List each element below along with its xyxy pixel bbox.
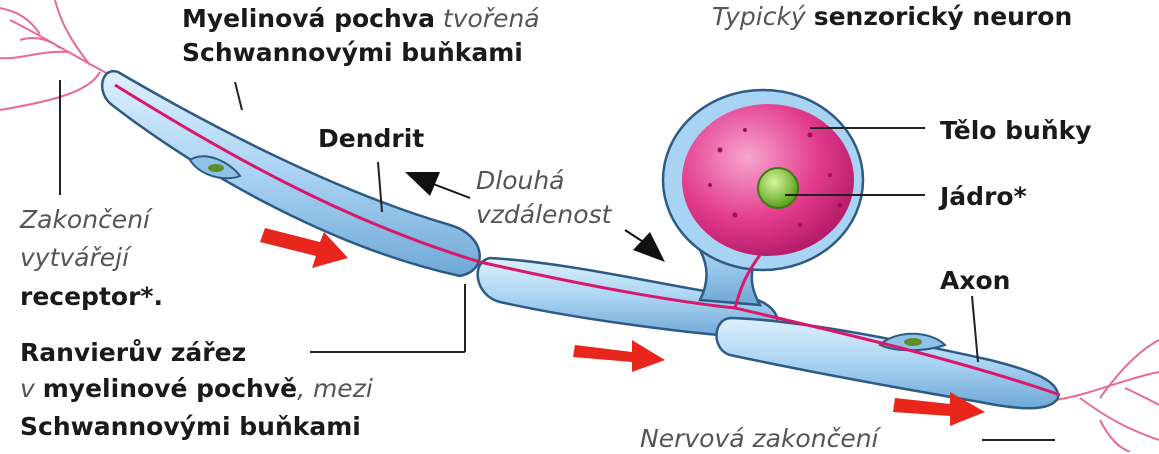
label-ranvier-node-3: Schwannovými buňkami bbox=[20, 412, 361, 442]
nerve-terminal-right bbox=[1055, 340, 1159, 452]
label-long-distance-2: vzdálenost bbox=[476, 200, 611, 230]
schwann-nucleus-dot bbox=[208, 164, 224, 172]
label-axon: Axon bbox=[940, 266, 1010, 296]
label-ranvier-node-2: v myelinové pochvě, mezi bbox=[20, 374, 373, 404]
label-nucleus: Jádro* bbox=[940, 182, 1027, 212]
label-schwann-cells-top: Schwannovými buňkami bbox=[182, 38, 523, 68]
label-long-distance: Dlouhá bbox=[476, 166, 565, 196]
label-myelin-sheath: Myelinová pochva tvořená bbox=[182, 4, 540, 34]
label-dendrit: Dendrit bbox=[318, 124, 424, 154]
myelin-sheath-segment-3 bbox=[717, 318, 1059, 408]
label-endings-form-receptor-1: Zakončení bbox=[20, 205, 150, 235]
schwann-nucleus-dot-2 bbox=[904, 338, 922, 346]
label-ranvier-node-1: Ranvierův zářez bbox=[20, 338, 246, 368]
label-nerve-endings: Nervová zakončení bbox=[640, 424, 879, 454]
label-cell-body: Tělo buňky bbox=[940, 116, 1092, 146]
label-typical-sensory-neuron: Typický senzorický neuron bbox=[712, 2, 1072, 32]
label-endings-form-receptor-3: receptor*. bbox=[20, 282, 163, 312]
nucleus bbox=[758, 168, 798, 208]
label-endings-form-receptor-2: vytvářejí bbox=[20, 243, 129, 273]
